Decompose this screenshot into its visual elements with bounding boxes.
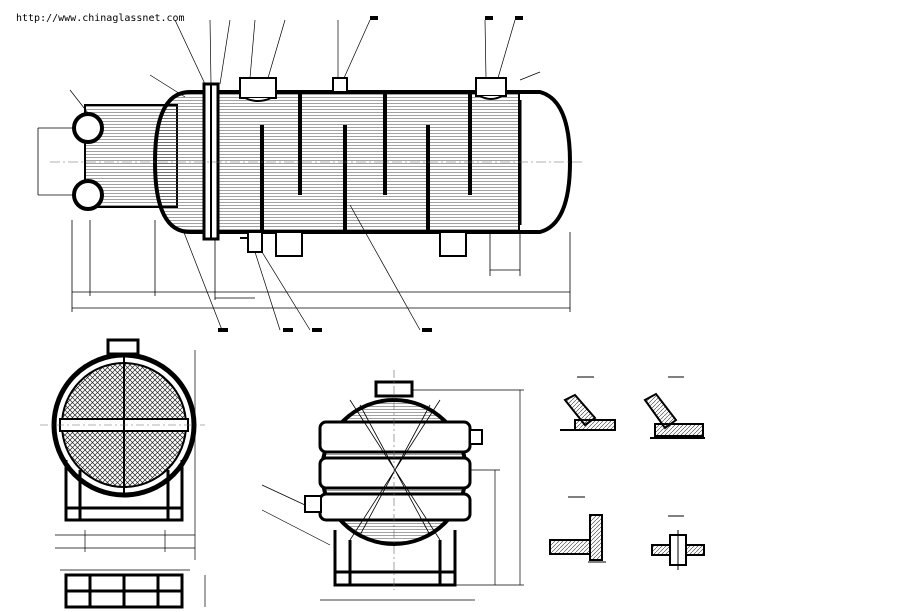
- weld-detail-3: [549, 496, 606, 563]
- weld-detail-1: [560, 376, 616, 431]
- leader-lines: [69, 19, 541, 331]
- inlet-nozzle-top: [72, 112, 104, 144]
- end-section-view: [40, 338, 206, 609]
- part-number-labels: [218, 16, 523, 332]
- side-view: [261, 370, 524, 601]
- top-nozzles: [239, 77, 507, 102]
- watermark-url: http://www.chinaglassnet.com: [16, 13, 185, 24]
- baffle-plates: [260, 92, 472, 232]
- weld-detail-4: [651, 515, 705, 570]
- inlet-nozzle-bottom: [72, 179, 104, 211]
- base-plate-plan: [64, 573, 184, 609]
- bottom-nozzles: [240, 231, 467, 257]
- weld-detail-2: [643, 376, 705, 439]
- weld-details: [549, 376, 705, 570]
- dimension-lines: [37, 127, 571, 312]
- main-elevation-view: [37, 16, 585, 332]
